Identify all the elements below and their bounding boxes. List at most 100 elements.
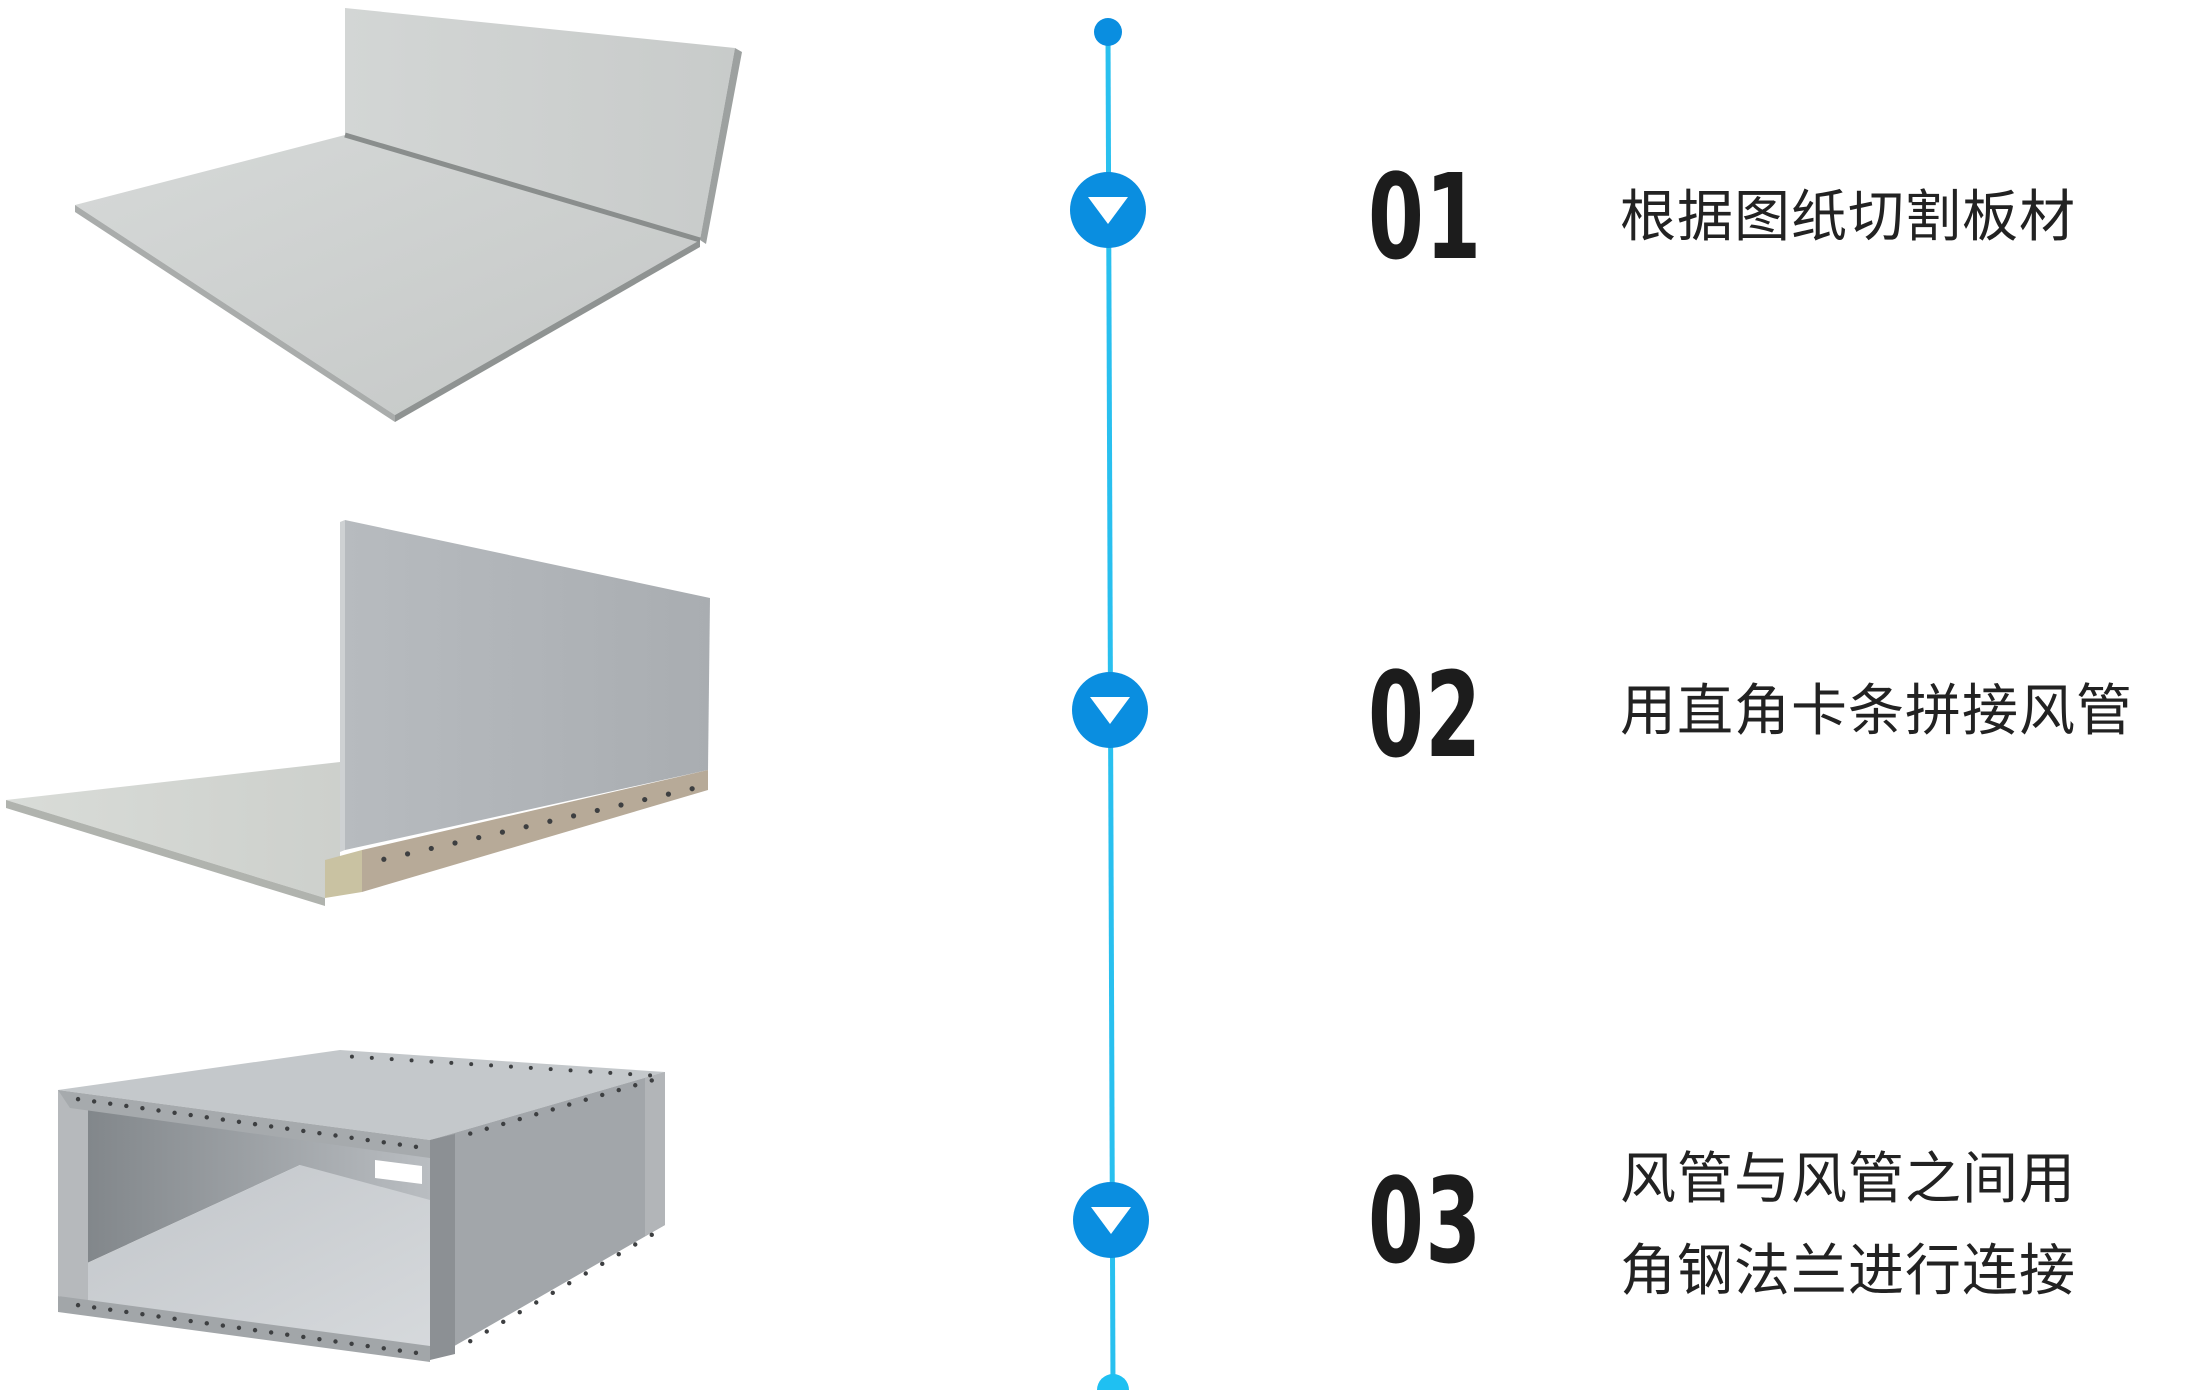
step-number: 03 [1368,1152,1483,1290]
rivet-hole [381,1140,386,1145]
rivet-hole [468,1131,473,1136]
rivet-hole [568,1068,573,1073]
rivet-hole [124,1103,129,1109]
illustrations [6,8,742,1362]
rivet-hole [220,1323,226,1328]
step-marker-1 [1070,172,1146,248]
rivet-hole [550,1290,555,1296]
rivet-hole [172,1110,177,1115]
rivet-hole [91,1099,97,1104]
splice-corner [325,850,362,898]
triangle-down-icon [1090,697,1130,724]
rivet-hole [600,1092,605,1098]
rivet-hole [600,1261,605,1267]
rivet-hole [489,1063,494,1068]
rivet-hole [499,829,506,835]
sheet-floor [75,135,700,415]
rivet-hole [517,1116,522,1122]
rivet-hole [633,1083,638,1088]
sheet-floor-edge [75,205,395,422]
rivet-hole [476,834,482,841]
rivet-hole [108,1307,113,1312]
rivet-hole [517,1309,522,1315]
rivet-hole [333,1133,338,1138]
rivet-hole [501,1319,506,1325]
splice-wall [345,520,710,850]
rivet-hole [501,1121,506,1127]
rivet-hole [220,1117,226,1122]
rivet-hole [413,1350,419,1356]
splice-floor-edge [6,800,325,906]
step-description: 用直角卡条拼接风管 [1620,679,2133,744]
rivet-hole [468,1338,473,1344]
rivet-hole [689,786,695,792]
rivet-hole [608,1070,613,1075]
rivet-hole [204,1115,209,1120]
rivet-hole [649,1078,654,1083]
step-description-line-2: 角钢法兰进行连接 [1620,1239,2076,1304]
splice-wall-side [340,520,345,852]
rivet-hole [616,1087,621,1093]
duct-inner-floor [72,1165,430,1350]
rivet-hole [188,1318,193,1324]
rivet-hole [547,818,553,824]
illustration-cut-sheets [75,8,742,422]
step-number: 01 [1368,148,1483,286]
rivet-hole [204,1321,209,1326]
rivet-hole [397,1142,403,1147]
rivet-hole [548,1067,553,1072]
rivet-hole [268,1330,274,1335]
rivet-hole [628,1072,633,1077]
step-marker-3 [1073,1182,1149,1258]
step-number: 02 [1368,646,1483,784]
rivet-hole [404,851,411,857]
splice-strip [362,770,708,892]
rivet-hole [389,1057,394,1062]
rivet-hole [156,1314,161,1319]
rivet-hole [317,1131,322,1136]
step-description-line-1: 风管与风管之间用 [1620,1147,2076,1212]
rivet-hole [285,1332,290,1337]
rivet-hole [642,796,648,803]
rivet-hole [550,1107,555,1112]
rivet-hole [365,1137,370,1143]
triangle-down-icon [1091,1207,1131,1234]
rivet-hole [172,1316,177,1321]
rivet-hole [268,1124,274,1129]
triangle-down-icon [1088,197,1128,224]
rivet-hole [508,1064,513,1069]
rivet-hole [140,1106,145,1111]
rivet-hole [649,1232,654,1238]
duct-front-frame-left [58,1090,88,1302]
rivet-hole [567,1102,572,1107]
rivet-hole [188,1112,193,1118]
splice-strip-holes [381,786,695,862]
rivet-hole [648,1073,653,1078]
step-marker-2 [1072,672,1148,748]
duct-flange-holes [75,1054,654,1356]
rivet-hole [567,1280,572,1286]
rivet-hole [413,1144,419,1150]
rivet-hole [665,791,672,797]
rivet-hole [156,1108,161,1113]
rivet-hole [349,1135,354,1140]
rivet-hole [528,1065,533,1070]
rivet-hole [285,1126,290,1131]
rivet-hole [484,1329,489,1334]
rivet-hole [301,1334,306,1340]
rivet-hole [75,1302,81,1308]
duct-front-frame-top [58,1090,430,1158]
rivet-hole [252,1327,258,1333]
rivet-hole [534,1112,539,1117]
duct-top [58,1050,665,1140]
rivet-hole [108,1101,113,1106]
rivet-hole [349,1054,354,1059]
duct-front-frame-bottom [58,1296,430,1362]
rivet-hole [429,1059,434,1064]
rivet-hole [583,1097,588,1102]
rivet-hole [633,1242,638,1247]
rivet-hole [428,845,434,852]
rivet-hole [583,1271,588,1276]
sheet-wall [345,8,735,240]
